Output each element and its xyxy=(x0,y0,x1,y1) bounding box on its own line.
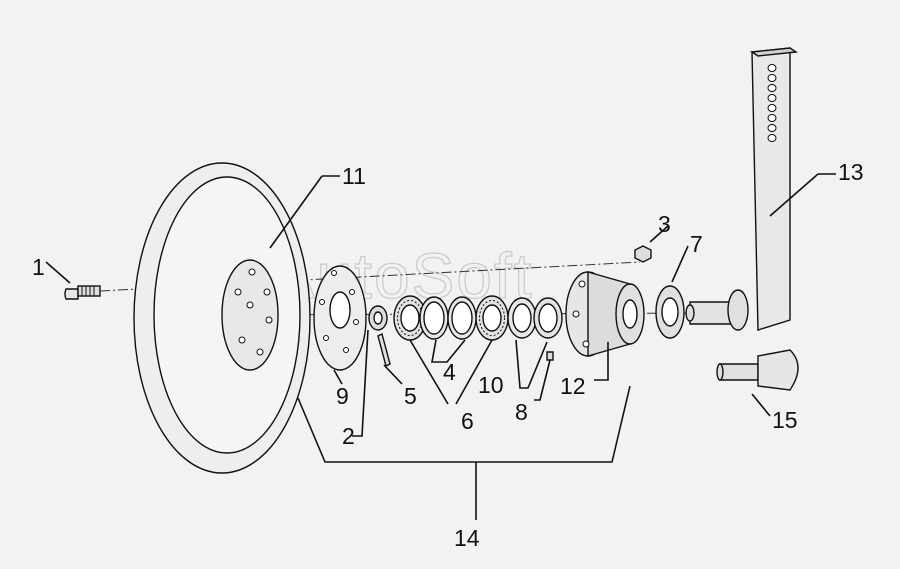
label-part-14: 14 xyxy=(454,525,480,551)
part-arm xyxy=(685,47,799,331)
part-flange-plate xyxy=(313,265,367,371)
leader-lines xyxy=(45,173,836,520)
part-grease-nipple xyxy=(546,351,554,361)
part-ring-2 xyxy=(533,297,563,339)
part-hex-nut xyxy=(634,245,652,263)
label-part-11: 11 xyxy=(342,163,366,189)
label-part-7: 7 xyxy=(690,231,703,257)
part-hub xyxy=(565,271,645,357)
label-part-9: 9 xyxy=(336,383,349,409)
label-part-4: 4 xyxy=(443,359,456,385)
part-cotter-pin xyxy=(377,332,391,368)
label-part-2: 2 xyxy=(342,423,355,449)
part-nut xyxy=(368,305,388,331)
part-bolt xyxy=(64,285,101,300)
part-collar xyxy=(655,285,685,339)
part-disc xyxy=(133,162,311,474)
part-labels: 1 2 3 4 5 6 7 8 9 10 11 12 13 14 15 xyxy=(32,159,864,551)
label-part-10: 10 xyxy=(478,372,504,398)
label-part-15: 15 xyxy=(772,407,798,433)
part-stub-axle xyxy=(716,349,799,391)
label-part-13: 13 xyxy=(838,159,864,185)
label-part-8: 8 xyxy=(515,399,528,425)
part-seal-ring-2 xyxy=(447,296,477,340)
part-ring-1 xyxy=(507,297,537,339)
part-bearing-right xyxy=(475,295,509,341)
label-part-3: 3 xyxy=(658,211,671,237)
label-part-1: 1 xyxy=(32,254,45,280)
label-part-6: 6 xyxy=(461,408,474,434)
label-part-12: 12 xyxy=(560,373,586,399)
part-seal-ring-1 xyxy=(419,296,449,340)
label-part-5: 5 xyxy=(404,383,417,409)
